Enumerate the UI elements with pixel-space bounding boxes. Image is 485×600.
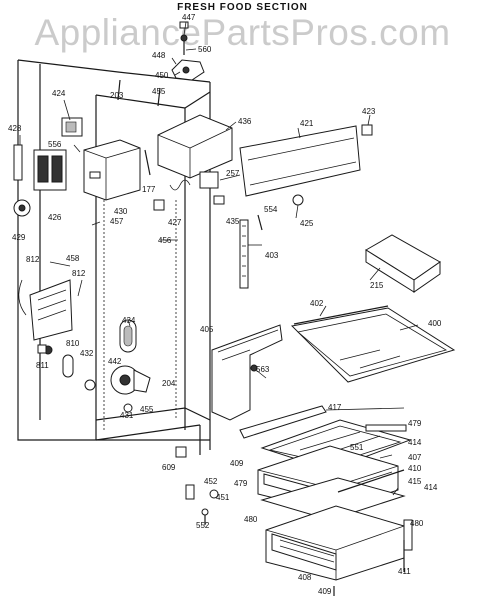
- crisper-support-bracket: [211, 324, 283, 421]
- callout-label: 457: [110, 217, 124, 226]
- callout-label: 479: [234, 479, 248, 488]
- light-socket-parts: [62, 319, 137, 391]
- callout-label: 431: [120, 411, 134, 420]
- control-box: [83, 139, 151, 201]
- callout-label: 402: [310, 299, 324, 308]
- callout-label: 447: [182, 13, 196, 22]
- callout-label: 425: [300, 219, 314, 228]
- callout-label: 609: [162, 463, 176, 472]
- shelf-ladder-rail: [239, 214, 263, 289]
- callout-label: 455: [140, 405, 154, 414]
- callout-label: 409: [230, 459, 244, 468]
- callout-label: 450: [155, 71, 169, 80]
- callout-label: 458: [66, 254, 80, 263]
- callout-label: 409: [318, 587, 332, 596]
- lower-crisper-drawer: [265, 505, 413, 581]
- small-hardware: [175, 446, 335, 596]
- callout-label: 434: [122, 316, 136, 325]
- callout-label: 415: [408, 477, 422, 486]
- glass-shelf: [290, 305, 456, 383]
- callout-label: 204: [162, 379, 176, 388]
- fan-motor-assembly: [110, 365, 151, 413]
- storage-bin: [365, 234, 441, 293]
- callout-label: 177: [142, 185, 156, 194]
- watermark-logo: AppliancePartsPros.com: [34, 12, 451, 53]
- callout-label: 435: [226, 217, 240, 226]
- callout-label: 414: [408, 438, 422, 447]
- callout-label: 408: [298, 573, 312, 582]
- leader-lines: [19, 21, 419, 496]
- callout-label: 432: [80, 349, 94, 358]
- callout-label: 436: [238, 117, 252, 126]
- callout-label: 554: [264, 205, 278, 214]
- callout-label: 552: [196, 521, 210, 530]
- crisper-cover-frame: [239, 405, 327, 439]
- shelf-rail-cover: [239, 124, 373, 206]
- crisper-divider: [260, 469, 406, 521]
- callout-label: 812: [72, 269, 86, 278]
- callout-label: 456: [158, 236, 172, 245]
- diagram-title: FRESH FOOD SECTION: [177, 2, 308, 13]
- callout-label: 556: [48, 140, 62, 149]
- callout-label: 429: [12, 233, 26, 242]
- callout-label: 551: [350, 443, 364, 452]
- callout-label: 812: [26, 255, 40, 264]
- cabinet-liner: [17, 59, 211, 455]
- callout-label: 203: [110, 91, 124, 100]
- callout-label: 451: [216, 493, 230, 502]
- callout-label: 442: [108, 357, 122, 366]
- top-hinge-assembly: [171, 21, 205, 81]
- callout-label: 479: [408, 419, 422, 428]
- heater-element: [18, 279, 73, 355]
- air-duct: [153, 114, 233, 211]
- callout-label: 452: [204, 477, 218, 486]
- callout-label: 810: [66, 339, 80, 348]
- callout-label: 560: [198, 45, 212, 54]
- callout-label: 423: [362, 107, 376, 116]
- callout-label: 427: [168, 218, 182, 227]
- callout-label: 410: [408, 464, 422, 473]
- callout-label: 426: [48, 213, 62, 222]
- callout-label: 448: [152, 51, 166, 60]
- callout-label: 414: [424, 483, 438, 492]
- callout-label: 405: [200, 325, 214, 334]
- callout-label: 455: [152, 87, 166, 96]
- callout-label: 400: [428, 319, 442, 328]
- callout-label: 424: [52, 89, 66, 98]
- callout-label: 563: [256, 365, 270, 374]
- callout-label: 257: [226, 169, 240, 178]
- callout-label: 417: [328, 403, 342, 412]
- control-housing-parts: [13, 117, 83, 217]
- callout-label: 215: [370, 281, 384, 290]
- callout-label: 407: [408, 453, 422, 462]
- callout-label: 480: [244, 515, 258, 524]
- callout-label: 403: [265, 251, 279, 260]
- callout-label: 421: [300, 119, 314, 128]
- callout-label: 411: [398, 567, 411, 576]
- callout-label: 811: [36, 361, 49, 370]
- callout-labels: 447 560 448 450 424 203 455 436 421 423 …: [8, 13, 442, 596]
- callout-label: 480: [410, 519, 424, 528]
- callout-label: 428: [8, 124, 22, 133]
- callout-label: 430: [114, 207, 128, 216]
